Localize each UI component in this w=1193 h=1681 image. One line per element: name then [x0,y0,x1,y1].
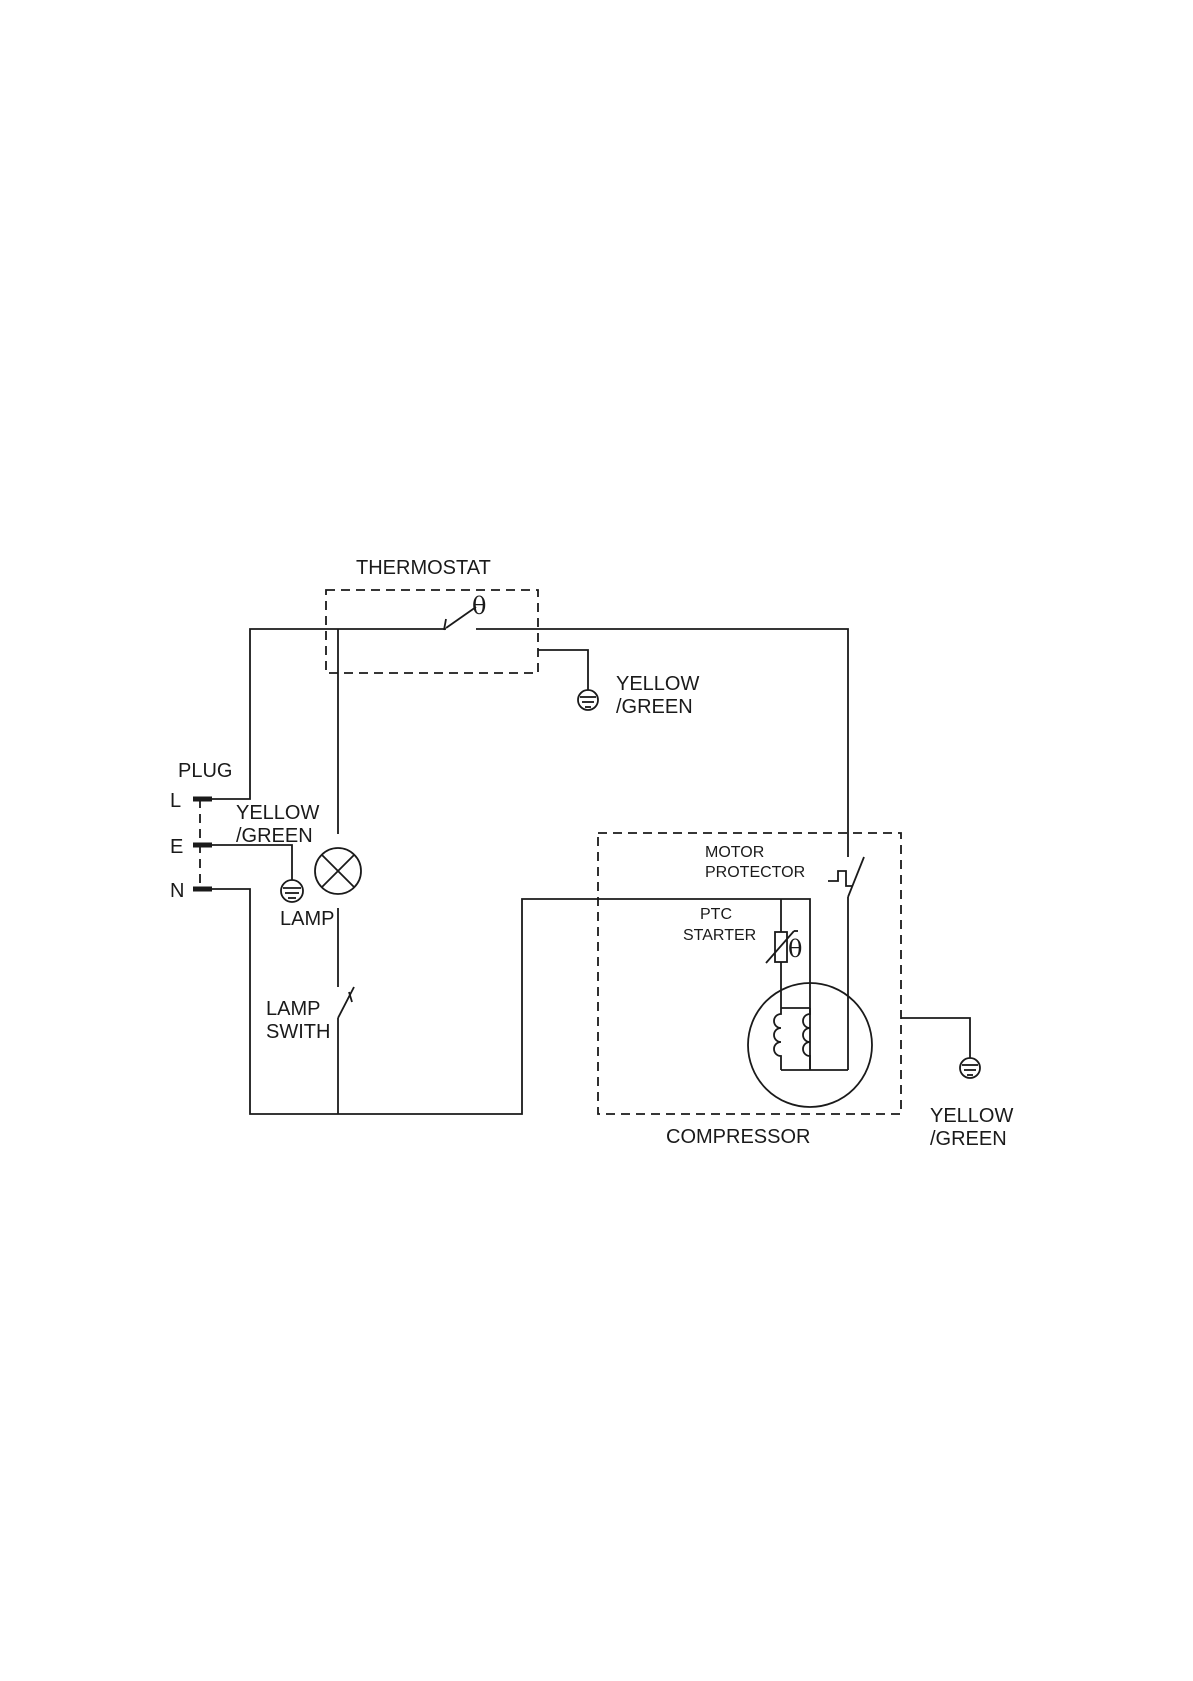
switch-icon [848,857,864,897]
ground-icon [281,880,303,902]
thermostat-out-wire [476,629,848,857]
thermostat: THERMOSTAT θ YELLOW /GREEN [326,557,699,718]
terminal-n-label: N [170,880,184,902]
motor-protector-label-line1: MOTOR [705,844,764,861]
ground-icon [960,1058,980,1078]
bimetal-icon [828,871,852,886]
ground-icon [578,690,598,710]
ptc-theta-symbol: θ [788,935,802,963]
winding-icon [803,1008,810,1070]
thermostat-ground-label-line2: /GREEN [616,696,693,718]
ptc-starter-label-line2: STARTER [683,927,756,944]
motor-protector: MOTOR PROTECTOR [705,844,864,1070]
compressor-label: COMPRESSOR [666,1126,810,1148]
ptc-starter: PTC STARTER θ [683,899,802,1008]
terminal-l-label: L [170,790,181,812]
lamp-label: LAMP [280,908,334,930]
plug-label: PLUG [178,760,232,782]
plug: PLUG L E N YELLOW /GREEN [170,760,319,902]
lamp-switch: LAMP SWITH [266,987,354,1043]
lamp-icon [315,848,361,894]
switch-icon [338,987,354,1018]
compressor-ground-lead [901,1018,970,1058]
thermostat-ground-label-line1: YELLOW [616,673,699,695]
plug-ground-label-line2: /GREEN [236,825,313,847]
thermostat-label: THERMOSTAT [356,557,491,579]
compressor-ground-label-line1: YELLOW [930,1105,1013,1127]
compressor-ground-label-line2: /GREEN [930,1128,1007,1150]
compressor: COMPRESSOR MOTOR PROTECTOR PTC STARTER θ [598,833,1013,1150]
motor-protector-label-line2: PROTECTOR [705,864,805,881]
lamp-switch-label-line1: LAMP [266,998,320,1020]
terminal-e-label: E [170,836,183,858]
ptc-starter-label-line1: PTC [700,906,732,923]
thermostat-box [326,590,538,673]
thermostat-theta-symbol: θ [472,592,486,620]
plug-ground-label-line1: YELLOW [236,802,319,824]
lamp-switch-label-line2: SWITH [266,1021,330,1043]
winding-icon [774,1008,781,1070]
e-wire [205,845,292,880]
thermostat-ground-lead [538,650,588,690]
